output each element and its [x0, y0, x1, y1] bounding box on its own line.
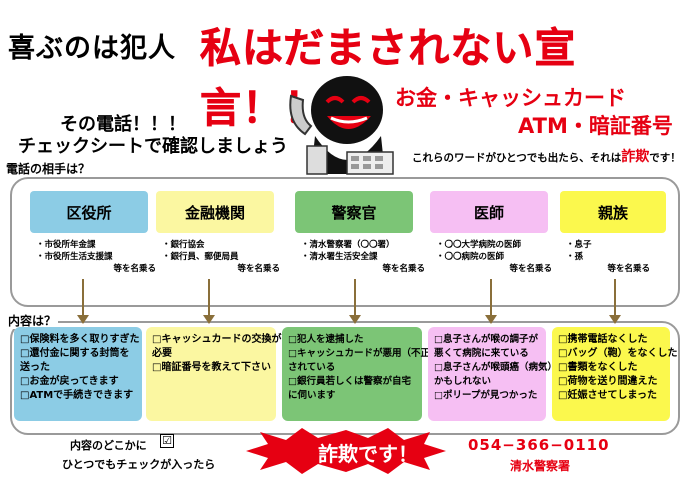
check-item: □妊娠させてしまった	[558, 390, 658, 401]
note-emph: 詐欺	[621, 149, 650, 165]
arrow-head	[349, 315, 361, 324]
starburst-icon	[246, 428, 446, 474]
police-phone-number: 054−366−0110	[468, 436, 610, 454]
detail-line: ・〇〇大学病院の医師	[436, 240, 522, 250]
note-prefix: これらのワードがひとつでも出たら、それは	[412, 152, 622, 164]
check-item: □書類をなくした	[558, 362, 638, 373]
check-item: □息子さんが喉の調子が	[434, 334, 538, 345]
fraud-alert-text: 詐欺です！	[318, 442, 418, 466]
check-item: □バッグ（鞄）をなくした	[558, 348, 678, 359]
warning-note: これらのワードがひとつでも出たら、それは詐欺です！	[412, 146, 681, 166]
content-box-bank: □キャッシュカードの交換が 必要 □暗証番号を教えて下さい	[146, 327, 282, 421]
arrow-line	[208, 279, 210, 315]
police-station-name: 清水警察署	[510, 459, 571, 473]
arrow-head	[609, 315, 621, 324]
check-item: □保険料を多く取りすぎた	[20, 334, 140, 345]
check-item: □ポリープが見つかった	[434, 390, 538, 401]
check-item: されている	[288, 362, 336, 373]
check-item: かもしれない	[434, 376, 492, 387]
content-section-label: 内容は？	[6, 312, 59, 329]
detail-line: ・市役所生活支援課	[36, 252, 113, 262]
detail-line: ・清水警察署（〇〇署）	[301, 240, 395, 250]
content-box-relative: □携帯電話なくした □バッグ（鞄）をなくした □書類をなくした □荷物を送り間違…	[552, 327, 678, 421]
check-item: □荷物を送り間違えた	[558, 376, 658, 387]
check-item: □暗証番号を教えて下さい	[152, 362, 271, 373]
note-suffix: です！	[649, 152, 681, 164]
detail-suffix: 等を名乗る	[607, 264, 650, 274]
category-relative: 親族	[560, 191, 666, 233]
checkbox-icon: ☑	[160, 434, 174, 448]
keywords-line-1: お金・キャッシュカード	[395, 86, 626, 110]
detail-line: ・〇〇病院の医師	[436, 252, 505, 262]
check-item: □ATMで手続きできます	[20, 390, 134, 401]
check-item: 悪くて病院に来ている	[434, 348, 529, 359]
category-police-details: ・清水警察署（〇〇署） ・清水署生活安全課 等を名乗る	[301, 239, 425, 275]
check-item: 送った	[20, 362, 50, 373]
intro-line-2: チェックシートで確認しましょう	[18, 136, 288, 157]
title-left: 喜ぶのは犯人	[8, 33, 176, 64]
intro-line-1: その電話！！！	[60, 114, 186, 135]
check-item: □還付金に関する封筒を	[20, 348, 130, 359]
check-item: □キャッシュカードが悪用（不正）	[288, 348, 440, 359]
category-bank-details: ・銀行協会 ・銀行員、郵便局員 等を名乗る	[162, 239, 280, 275]
category-city-hall: 区役所	[30, 191, 148, 233]
category-city-hall-details: ・市役所年金課 ・市役所生活支援課 等を名乗る	[36, 239, 156, 275]
detail-line: ・清水署生活安全課	[301, 252, 378, 262]
content-box-doctor: □息子さんが喉の調子が 悪くて病院に来ている □息子さんが喉頭癌（病気） かもし…	[428, 327, 557, 421]
content-box-police: □犯人を逮捕した □キャッシュカードが悪用（不正） されている □銀行員若しくは…	[282, 327, 440, 421]
arrow-line	[354, 279, 356, 315]
criminal-phone-illustration	[289, 76, 394, 175]
check-item: 必要	[152, 348, 172, 359]
arrow-line	[82, 279, 84, 315]
check-item: □銀行員若しくは警察が自宅	[288, 376, 411, 387]
title-main: 私はだまされない宣言！！	[200, 24, 577, 133]
check-item: □携帯電話なくした	[558, 334, 648, 345]
bottom-instruction-1: 内容のどこかに	[70, 439, 147, 452]
detail-line: ・市役所年金課	[36, 240, 96, 250]
detail-line: ・息子	[566, 240, 592, 250]
arrow-line	[490, 279, 492, 315]
check-item: □犯人を逮捕した	[288, 334, 364, 345]
arrow-head	[77, 315, 89, 324]
category-relative-details: ・息子 ・孫 等を名乗る	[566, 239, 650, 275]
detail-suffix: 等を名乗る	[509, 264, 552, 274]
check-item: に伺います	[288, 390, 336, 401]
category-doctor: 医師	[430, 191, 548, 233]
bottom-instruction-2: ひとつでもチェックが入ったら	[62, 458, 216, 471]
category-bank: 金融機関	[156, 191, 274, 233]
detail-suffix: 等を名乗る	[382, 264, 425, 274]
check-item: □お金が戻ってきます	[20, 376, 119, 387]
detail-line: ・孫	[566, 252, 584, 262]
arrow-head	[203, 315, 215, 324]
detail-line: ・銀行員、郵便局員	[162, 252, 239, 262]
content-box-city-hall: □保険料を多く取りすぎた □還付金に関する封筒を 送った □お金が戻ってきます …	[14, 327, 142, 421]
keywords-line-2: ATM・暗証番号	[518, 114, 673, 138]
caller-section-label: 電話の相手は？	[6, 162, 91, 176]
check-item: □キャッシュカードの交換が	[152, 334, 282, 345]
detail-suffix: 等を名乗る	[113, 264, 156, 274]
category-police: 警察官	[295, 191, 413, 233]
arrow-line	[614, 279, 616, 315]
detail-suffix: 等を名乗る	[237, 264, 280, 274]
check-item: □息子さんが喉頭癌（病気）	[434, 362, 557, 373]
arrow-head	[485, 315, 497, 324]
category-doctor-details: ・〇〇大学病院の医師 ・〇〇病院の医師 等を名乗る	[436, 239, 552, 275]
detail-line: ・銀行協会	[162, 240, 205, 250]
